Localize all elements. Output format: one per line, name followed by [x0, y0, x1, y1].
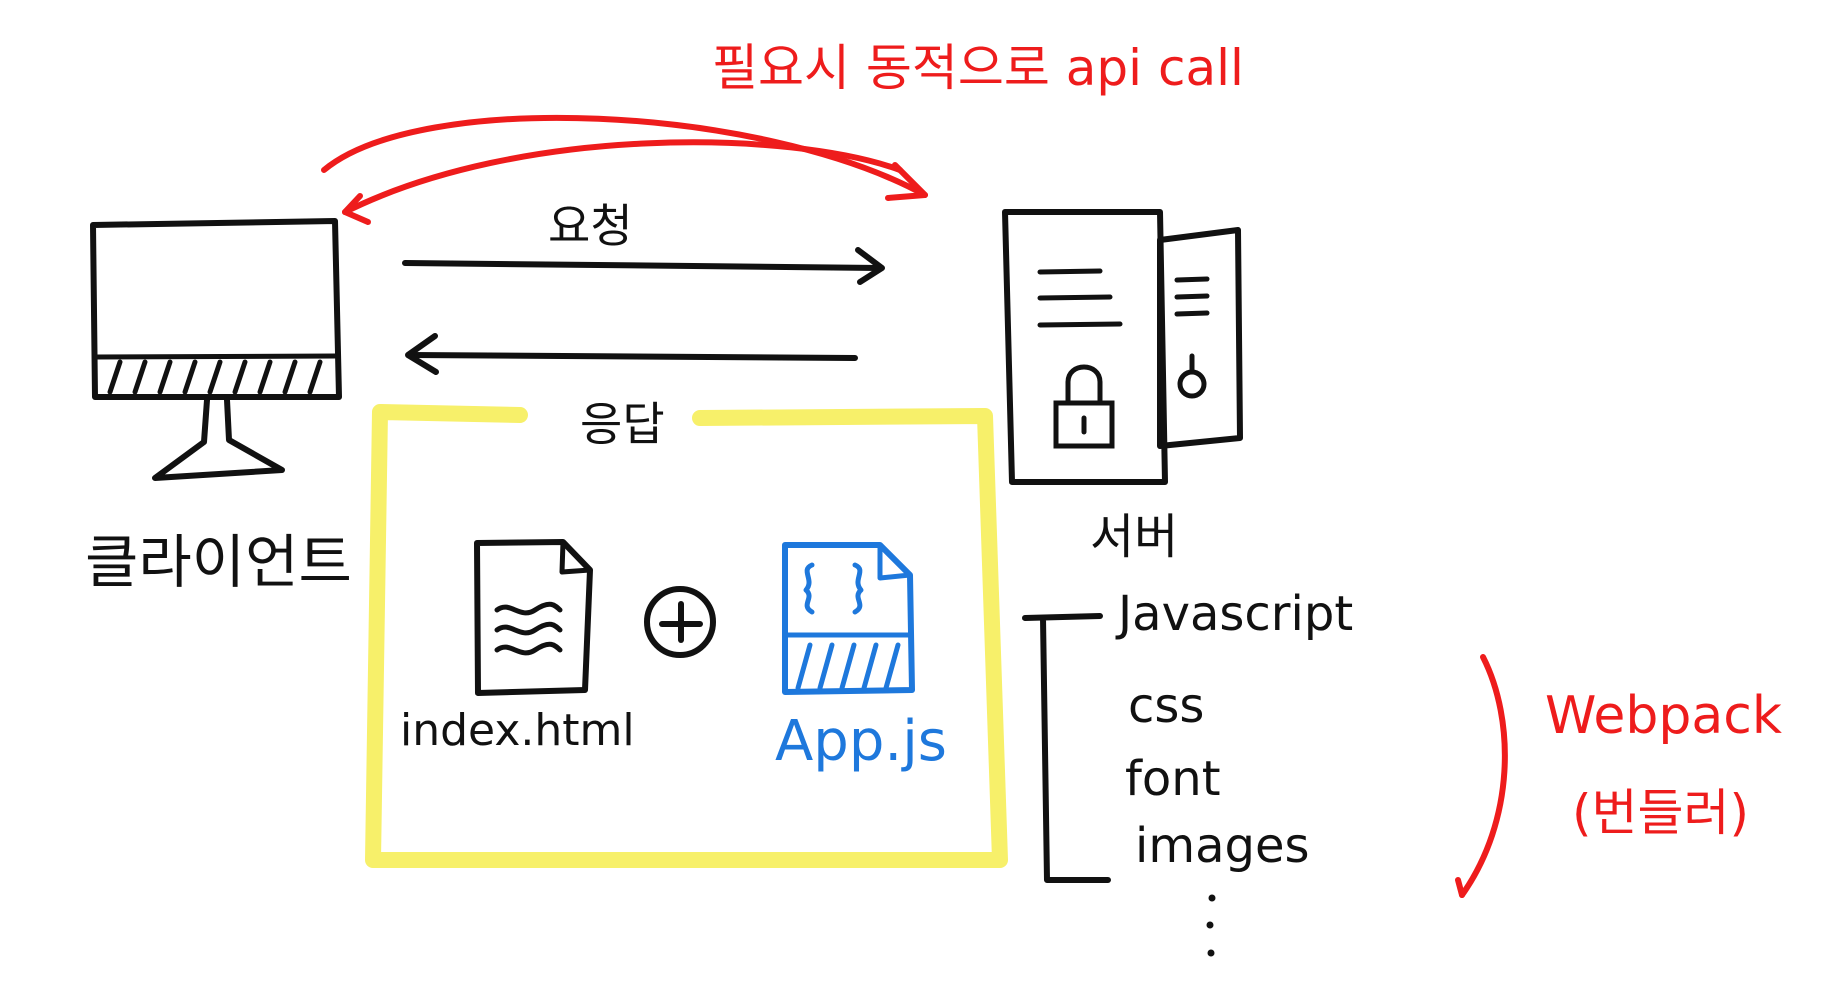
- plus-circle-icon: [644, 586, 716, 658]
- top-note-label: 필요시 동적으로 api call: [712, 39, 1244, 97]
- asset-list-ellipsis: [1206, 894, 1216, 957]
- response-arrowhead-icon: [405, 333, 439, 375]
- arc-arrowhead-right-icon: [885, 162, 928, 201]
- asset-item-css: css: [1128, 678, 1204, 734]
- request-arrowhead-icon: [855, 247, 885, 285]
- webpack-bracket: [1455, 654, 1508, 898]
- asset-item-javascript: Javascript: [1115, 586, 1353, 642]
- dynamic-api-arc: [321, 114, 928, 225]
- padlock-icon: [1053, 364, 1115, 449]
- server-label: 서버: [1090, 509, 1178, 565]
- response-arrow: [405, 333, 858, 375]
- request-arrow: [402, 247, 885, 285]
- bundle-highlight-box: [365, 404, 1008, 868]
- monitor-icon: [90, 218, 342, 481]
- bundler-title-label: Webpack: [1545, 686, 1782, 746]
- monitor-hatch: [107, 359, 323, 395]
- document-icon: [474, 539, 593, 696]
- server-icon: [1002, 209, 1243, 485]
- index-file-label: index.html: [400, 705, 635, 756]
- js-file-icon: [782, 542, 915, 695]
- request-label: 요청: [548, 199, 633, 253]
- app-file-label: App.js: [775, 709, 947, 774]
- arc-arrowhead-left-icon: [342, 193, 371, 225]
- response-label: 응답: [580, 397, 665, 451]
- asset-bracket: [1022, 613, 1111, 883]
- client-label: 클라이언트: [85, 528, 352, 596]
- bundler-subtitle-label: (번들러): [1572, 784, 1749, 842]
- asset-item-images: images: [1135, 818, 1310, 874]
- asset-item-font: font: [1125, 751, 1221, 807]
